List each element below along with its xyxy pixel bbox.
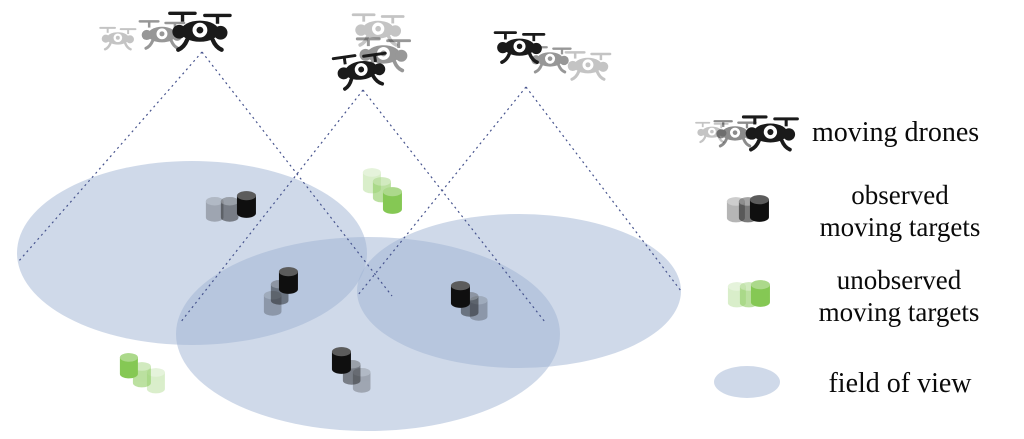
target-current <box>236 191 256 218</box>
field-of-view-icon <box>714 366 780 398</box>
observed-targets-icon <box>726 195 769 223</box>
legend-label-field-of-view: field of view <box>828 368 972 399</box>
legend-label-observed-line1: observed <box>851 180 949 210</box>
drone-ghost-2 <box>562 49 613 81</box>
camera-cone-lines <box>17 51 682 324</box>
cone-line-right-drone-b <box>525 86 682 292</box>
unobserved-targets-icon <box>727 280 770 308</box>
unobserved-target-2 <box>362 168 402 214</box>
target-trail-1 <box>220 197 239 222</box>
drone-current <box>168 12 232 50</box>
target-current <box>331 347 351 374</box>
cone-line-left-drone-b <box>201 51 393 297</box>
cone-line-right-drone-a <box>357 86 527 296</box>
drone-ghost-2 <box>97 25 138 51</box>
target-trail-2 <box>205 197 224 222</box>
legend-label-unobserved-line2: moving targets <box>819 297 980 327</box>
moving-drones-icon <box>693 113 801 152</box>
drone-group-middle <box>329 11 413 93</box>
target-current <box>750 280 770 307</box>
legend-label-unobserved-line1: unobserved <box>837 265 962 295</box>
cone-line-left-drone-a <box>17 51 203 263</box>
target-current <box>119 353 138 379</box>
drone-current <box>740 113 801 152</box>
target-current <box>749 195 769 222</box>
target-current <box>450 281 470 308</box>
drone-group-left <box>97 12 232 51</box>
legend-label-moving-drones: moving drones <box>812 117 979 148</box>
unobserved-target-1 <box>119 353 165 394</box>
field-of-view-right <box>357 214 681 368</box>
drone-group-right <box>492 29 613 81</box>
legend: moving drones observed moving targets un… <box>693 113 981 399</box>
legend-label-observed-line2: moving targets <box>820 212 981 242</box>
field-of-view-group <box>17 161 681 431</box>
target-current <box>278 267 298 294</box>
target-current <box>382 187 402 214</box>
